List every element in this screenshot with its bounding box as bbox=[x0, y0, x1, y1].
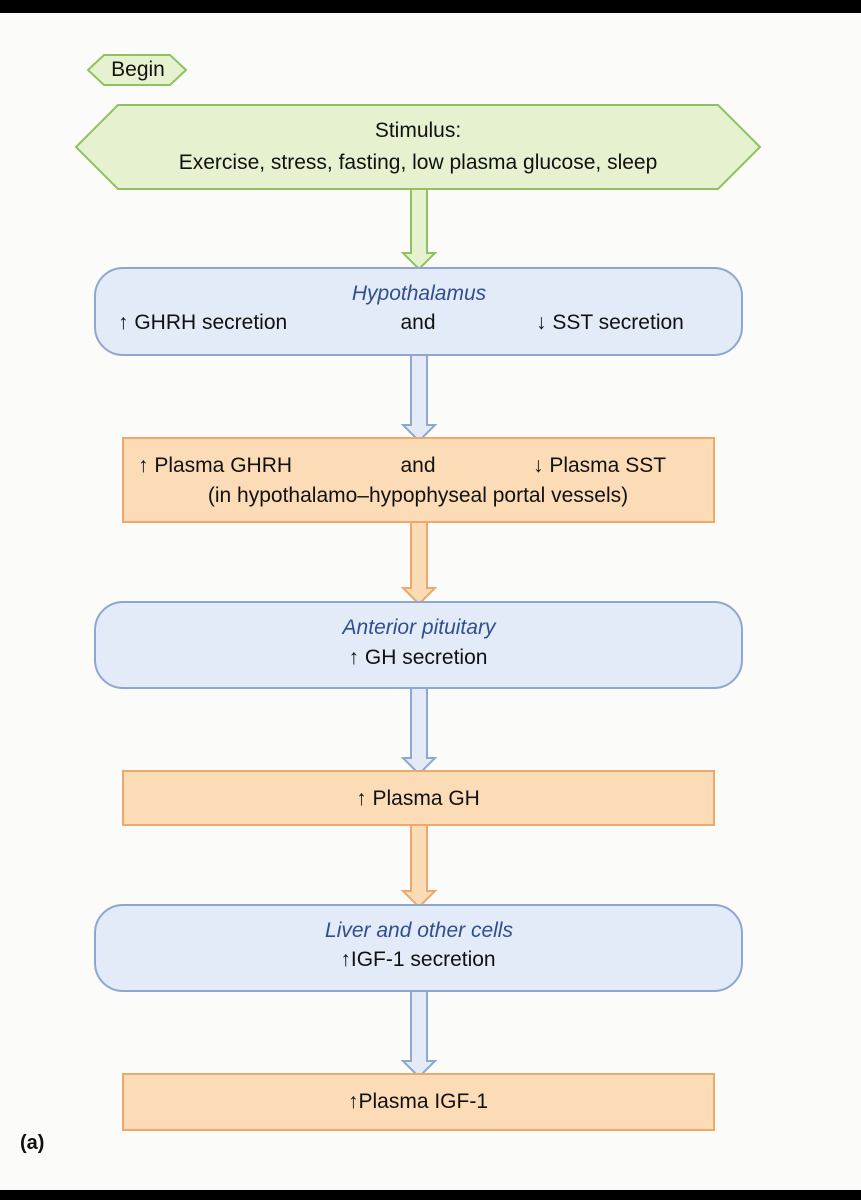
arrow-plasma-gh-to-liver bbox=[400, 824, 438, 909]
igf-secretion: ↑IGF-1 secretion bbox=[340, 948, 496, 971]
arrow-stimulus-to-hypothalamus bbox=[400, 188, 438, 271]
plasma-gh-box bbox=[122, 770, 715, 826]
plasma-igf-box bbox=[122, 1073, 715, 1131]
stimulus-hexagon bbox=[74, 104, 762, 190]
plasma-gh-text: ↑ Plasma GH bbox=[356, 787, 480, 810]
anterior-pituitary-box bbox=[94, 601, 743, 689]
gh-secretion: ↑ GH secretion bbox=[348, 646, 488, 669]
anterior-pituitary-title: Anterior pituitary bbox=[342, 616, 496, 639]
stimulus-title: Stimulus: bbox=[374, 119, 462, 142]
arrow-pituitary-to-plasma-gh bbox=[400, 687, 438, 776]
arrow-hypothalamus-to-portal bbox=[400, 354, 438, 443]
figure-label: (a) bbox=[20, 1132, 45, 1154]
arrow-portal-to-pituitary bbox=[400, 521, 438, 606]
plasma-igf-text: ↑Plasma IGF-1 bbox=[347, 1090, 489, 1113]
hypothalamus-and: and bbox=[400, 311, 436, 334]
hypothalamus-sst: ↓ SST secretion bbox=[536, 311, 684, 334]
hypothalamus-ghrh: ↑ GHRH secretion bbox=[118, 311, 288, 334]
portal-plasma-box bbox=[122, 437, 715, 523]
stimulus-text: Exercise, stress, fasting, low plasma gl… bbox=[178, 151, 658, 174]
diagram-page: Begin Stimulus: Exercise, stress, fastin… bbox=[0, 13, 861, 1190]
begin-label: Begin bbox=[111, 58, 165, 81]
liver-title: Liver and other cells bbox=[325, 919, 513, 942]
portal-vessels-note: (in hypothalamo–hypophyseal portal vesse… bbox=[207, 484, 629, 507]
hypothalamus-box bbox=[94, 267, 743, 356]
flowchart-graphic bbox=[74, 54, 762, 1131]
hypothalamus-title: Hypothalamus bbox=[351, 282, 487, 305]
portal-plasma-ghrh: ↑ Plasma GHRH bbox=[138, 454, 293, 477]
begin-hexagon bbox=[86, 54, 188, 86]
liver-box bbox=[94, 904, 743, 992]
arrow-liver-to-plasma-igf bbox=[400, 990, 438, 1079]
portal-plasma-and: and bbox=[400, 454, 436, 477]
portal-plasma-sst: ↓ Plasma SST bbox=[533, 454, 667, 477]
